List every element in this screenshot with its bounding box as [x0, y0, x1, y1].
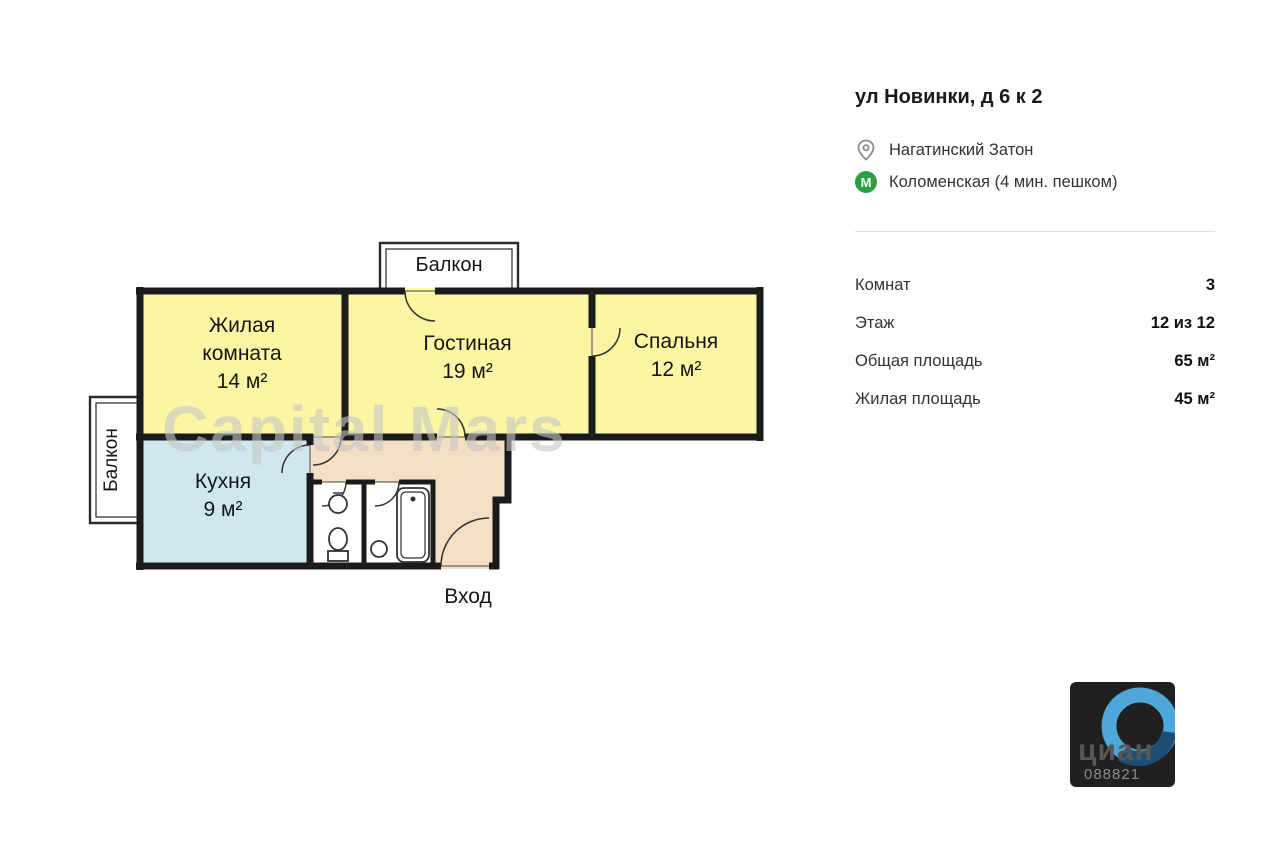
balcony-top-shape	[378, 241, 520, 291]
room-name: Жилая комната	[202, 314, 282, 365]
detail-label: Жилая площадь	[855, 389, 981, 408]
door-arcs	[281, 290, 621, 567]
walls	[136, 287, 764, 570]
room-kitchen-label: Кухня 9 м²	[148, 468, 298, 524]
detail-row-floor: Этаж 12 из 12	[855, 304, 1215, 342]
door-thresholds	[309, 290, 593, 567]
room-living-label: Жилая комната 14 м²	[182, 312, 302, 396]
washbasin-icon	[370, 540, 388, 558]
detail-row-living-area: Жилая площадь 45 м²	[855, 380, 1215, 418]
detail-row-total-area: Общая площадь 65 м²	[855, 342, 1215, 380]
toilet-icon	[327, 527, 349, 562]
room-area: 19 м²	[442, 360, 493, 383]
metro-station: Коломенская (4 мин. пешком)	[889, 172, 1118, 191]
bathtub-icon	[396, 487, 430, 563]
cian-brand-text: циан	[1078, 734, 1154, 767]
sink-icon	[328, 492, 348, 514]
detail-value: 3	[1205, 275, 1215, 294]
room-bedroom-label: Спальня 12 м²	[600, 328, 752, 384]
room-area: 14 м²	[216, 370, 268, 393]
divider	[855, 231, 1215, 232]
detail-value: 65 м²	[1174, 351, 1215, 370]
fixtures	[327, 487, 430, 563]
cian-ring-icon	[1101, 687, 1175, 767]
kitchen-fill	[137, 437, 313, 569]
details-table: Комнат 3 Этаж 12 из 12 Общая площадь 65 …	[855, 266, 1215, 418]
listing-address-title: ул Новинки, д 6 к 2	[855, 86, 1043, 108]
balcony-top-label: Балкон	[415, 254, 483, 276]
district-name: Нагатинский Затон	[889, 140, 1034, 159]
metro-icon: М	[855, 171, 877, 193]
location-pin-icon	[855, 139, 877, 161]
detail-label: Общая площадь	[855, 351, 983, 370]
entrance-label: Вход	[444, 585, 492, 608]
detail-value: 12 из 12	[1150, 313, 1215, 332]
detail-value: 45 м²	[1174, 389, 1215, 408]
detail-label: Комнат	[855, 275, 911, 294]
metro-row: М Коломенская (4 мин. пешком)	[855, 171, 1117, 193]
balcony-left-shape	[88, 395, 137, 525]
room-name: Кухня	[194, 470, 252, 493]
detail-row-rooms: Комнат 3	[855, 266, 1215, 304]
floorplan-drawing	[88, 241, 764, 570]
bathroom-walls	[308, 479, 436, 566]
room-lounge-label: Гостиная 19 м²	[390, 330, 545, 386]
district-row: Нагатинский Затон	[855, 139, 1033, 161]
rooms-fill	[137, 288, 763, 440]
balcony-left-label: Балкон	[101, 428, 122, 492]
room-area: 12 м²	[650, 358, 702, 381]
cian-watermark-id: 088821	[1084, 766, 1141, 783]
cian-logo: циан 088821	[1070, 682, 1175, 787]
room-area: 9 м²	[203, 498, 243, 521]
room-name: Гостиная	[423, 332, 512, 355]
room-name: Спальня	[633, 330, 719, 353]
detail-label: Этаж	[855, 313, 895, 332]
